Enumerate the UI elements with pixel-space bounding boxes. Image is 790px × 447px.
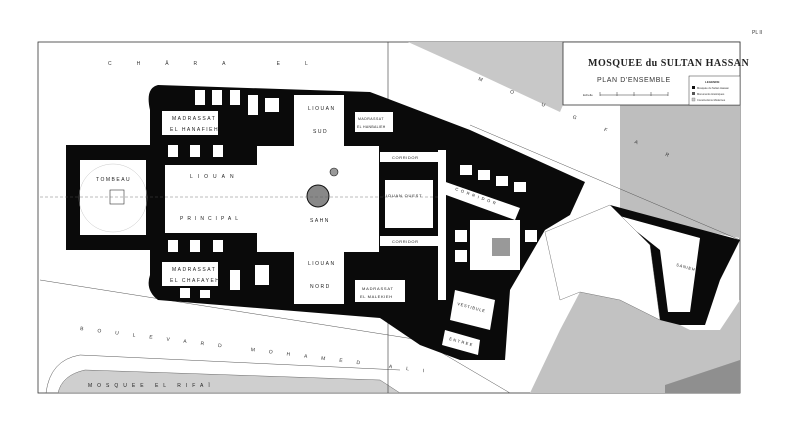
label-liwan-sud-2: SUD [313, 129, 328, 135]
annex-court [544, 204, 661, 321]
legend-item: Constructions Modernes [691, 97, 726, 102]
label-madrasa-hanafite-1: MADRASSAT [172, 116, 216, 122]
label-entree: ENTREE [449, 336, 475, 347]
label-madrasa-hanafite-2: EL HANAFIEH [170, 127, 219, 133]
label-madrasa-hanbalite-1: MADRASSAT [358, 117, 384, 121]
label-madrasa-hanbalite-2: EL HANBALIEH [357, 125, 386, 129]
madrasa-hanafite [162, 111, 218, 135]
entrance [442, 330, 480, 355]
gray-area-right [620, 105, 740, 238]
inner-court-paving [492, 238, 510, 256]
legend-item: Monuments Historiques [692, 92, 725, 96]
gray-area-bottom-right [530, 292, 740, 393]
boulevard-curb [45, 354, 401, 394]
label-corridor-south: CORRIDOR [392, 239, 419, 244]
tomb-chamber [80, 160, 146, 235]
label-liwan-nord-2: NORD [310, 284, 331, 290]
label-liwan-sud-1: LIOUAN [308, 106, 336, 112]
small-fountain [329, 167, 339, 177]
svg-text:Constructions Modernes: Constructions Modernes [697, 98, 726, 102]
label-madrasa-malekite-1: MADRASSAT [362, 286, 394, 291]
dark-gray-building [665, 360, 740, 393]
madrasa-chafeite [162, 262, 218, 286]
label-liwan-nord-1: LIOUAN [308, 261, 336, 267]
liwan-principal [165, 165, 257, 233]
plate-number: PL II [752, 30, 762, 36]
tomb-dome-outline [78, 163, 148, 233]
madrasa-hanbalite [355, 112, 393, 132]
madrasa-malekite [355, 280, 405, 302]
boulevard-curb-upper [39, 279, 421, 341]
vertical-corridor [438, 150, 446, 300]
corridor-diagonal [438, 180, 520, 220]
street-boulevard: BOULEVARD MOHAMED ALI [80, 326, 439, 376]
rifai-mosque [57, 369, 401, 394]
vestibule [450, 290, 495, 330]
scale-label: Echelle [583, 93, 593, 97]
liwan-ouest [385, 180, 433, 228]
rifai-label: MOSQUEE EL RIFAÏ [88, 382, 215, 389]
cells [168, 90, 537, 298]
liwan-sud [294, 95, 344, 146]
label-liwan-principal-2: PRINCIPAL [180, 216, 242, 222]
street-edge-top [469, 124, 741, 241]
svg-text:Mosquée du Sultan Hassan: Mosquée du Sultan Hassan [697, 86, 729, 90]
label-madrasa-malekite-2: EL MALEKIEH [360, 294, 393, 299]
plan-title: MOSQUEE du SULTAN HASSAN [588, 58, 749, 69]
label-liwan-ouest: LIOUAN OUEST [383, 193, 422, 198]
label-tomb: TOMBEAU [96, 177, 131, 183]
plan-subtitle: PLAN D'ENSEMBLE [597, 77, 671, 84]
label-madrasa-chafeite-1: MADRASSAT [172, 267, 216, 273]
label-liwan-principal-1: LIOUAN [190, 174, 239, 180]
corridor-south [380, 236, 440, 246]
label-madrasa-chafeite-2: EL CHAFAYEH [170, 278, 220, 284]
street-chara-el: CHÂRA EL [108, 60, 333, 67]
label-corridor-north: CORRIDOR [392, 155, 419, 160]
gray-area-top-left [408, 42, 563, 112]
liwan-nord [294, 252, 344, 304]
legend-title: LEGENDE [705, 80, 720, 84]
annex-interior [616, 215, 700, 312]
label-sahn: SAHN [310, 218, 330, 224]
legend-item: Mosquée du Sultan Hassan [692, 86, 729, 90]
corridor-north [380, 152, 440, 162]
scale-bar [599, 92, 669, 96]
svg-text:Monuments Historiques: Monuments Historiques [697, 92, 725, 96]
legend-box [688, 75, 741, 106]
label-annex: SANIEH [676, 262, 696, 272]
fountain [306, 184, 330, 208]
